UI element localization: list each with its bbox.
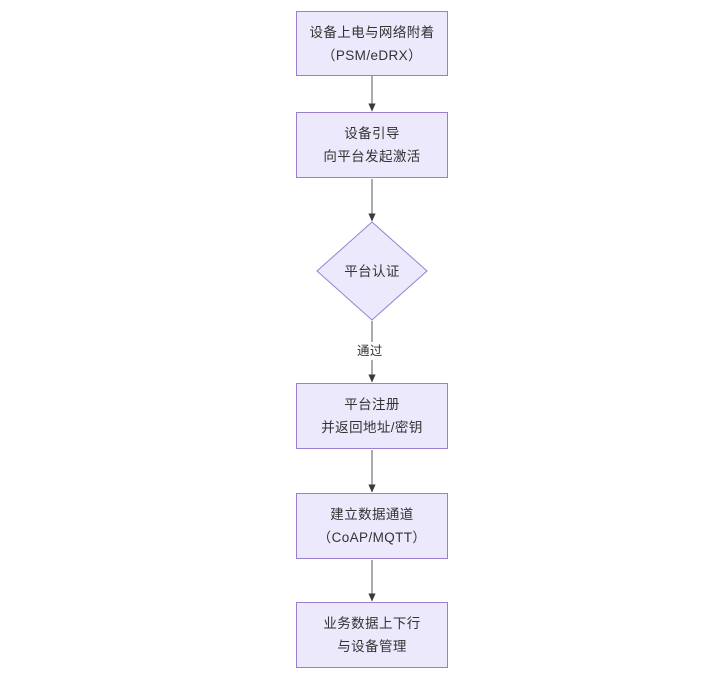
node-label-n4: 平台注册 并返回地址/密钥 [321,397,423,435]
node-platform-registration[interactable]: 平台注册 并返回地址/密钥 [296,383,448,449]
node-platform-authentication[interactable]: 平台认证 [316,221,428,321]
node-establish-data-channel[interactable]: 建立数据通道 （CoAP/MQTT） [296,493,448,559]
node-device-power-on[interactable]: 设备上电与网络附着 （PSM/eDRX） [296,11,448,76]
node-label-n5: 建立数据通道 （CoAP/MQTT） [317,507,427,545]
node-business-data-and-device-management[interactable]: 业务数据上下行 与设备管理 [296,602,448,668]
node-label-n6: 业务数据上下行 与设备管理 [323,616,421,654]
edge-label-pass: 通过 [354,342,386,360]
node-label-n3: 平台认证 [344,263,400,279]
node-label-n2: 设备引导 向平台发起激活 [323,126,421,164]
node-device-bootstrap[interactable]: 设备引导 向平台发起激活 [296,112,448,178]
node-label-n1: 设备上电与网络附着 （PSM/eDRX） [309,24,435,63]
diamond-shape [316,221,428,321]
